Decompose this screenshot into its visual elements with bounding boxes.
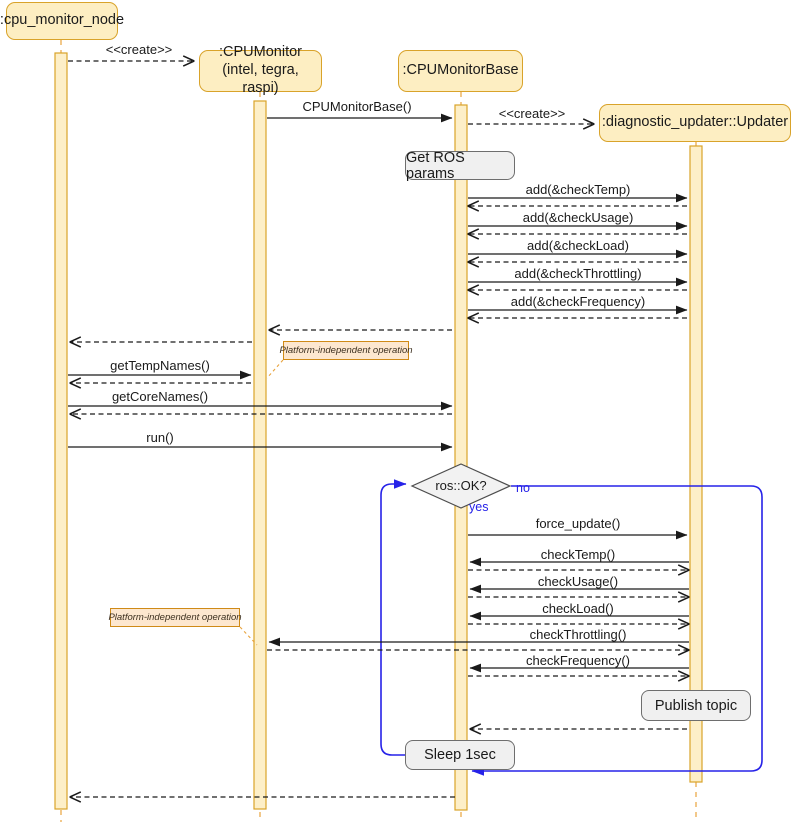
- message-label-checkload: checkLoad(): [542, 601, 614, 616]
- message-label-checkusage: checkUsage(): [537, 574, 619, 589]
- participant-label: :cpu_monitor_node: [0, 12, 125, 29]
- note-label: Platform-independent operation: [108, 612, 242, 623]
- participant-cpu-monitor-base[interactable]: :CPUMonitorBase: [398, 50, 523, 92]
- branch-label-no: no: [516, 481, 530, 495]
- participant-label: :CPUMonitorBase: [402, 62, 519, 79]
- message-arrows: [68, 61, 689, 797]
- note-leaders: [239, 359, 284, 646]
- message-label-run: run(): [146, 430, 174, 445]
- participant-label-line2: (intel, tegra, raspi): [222, 62, 299, 96]
- note-platform-independent-lower: Platform-independent operation: [108, 608, 242, 627]
- participant-cpu-monitor-node[interactable]: :cpu_monitor_node: [0, 2, 124, 40]
- decision-diamond-ros-ok: [410, 463, 512, 509]
- message-label-add-checkload: add(&checkLoad): [527, 238, 629, 253]
- message-label-add-checkthrottling: add(&checkThrottling): [514, 266, 642, 281]
- message-label-getcorenames: getCoreNames(): [111, 389, 209, 404]
- branch-label-yes: yes: [469, 500, 489, 514]
- message-label-checktemp: checkTemp(): [540, 547, 616, 562]
- participant-cpu-monitor[interactable]: :CPUMonitor (intel, tegra, raspi): [199, 44, 322, 96]
- action-box-sleep-1sec[interactable]: Sleep 1sec: [405, 740, 515, 770]
- action-box-publish-topic[interactable]: Publish topic: [641, 690, 751, 721]
- loop-control-flow: [380, 479, 763, 776]
- action-box-label: Sleep 1sec: [424, 747, 496, 763]
- activation-bar-monitor: [253, 100, 267, 810]
- loop-return-edge: [380, 479, 420, 756]
- participant-diagnostic-updater[interactable]: :diagnostic_updater::Updater: [599, 104, 791, 142]
- activation-bar-updater: [689, 145, 703, 783]
- decision-label-ros-ok: ros::OK?: [435, 478, 487, 493]
- message-label-create-monitor: <<create>>: [105, 42, 173, 57]
- message-label-force-update: force_update(): [535, 516, 621, 531]
- action-box-label: Get ROS params: [406, 149, 465, 182]
- activation-bar-node: [54, 52, 68, 810]
- participant-label-line1: :CPUMonitor: [219, 44, 302, 61]
- message-label-create-updater: <<create>>: [498, 106, 566, 121]
- message-label-checkfrequency: checkFrequency(): [525, 653, 631, 668]
- message-label-cpumonitorbase: CPUMonitorBase(): [302, 99, 412, 114]
- message-label-checkthrottling: checkThrottling(): [529, 627, 627, 642]
- participant-label: :diagnostic_updater::Updater: [601, 114, 789, 131]
- message-label-add-checkfrequency: add(&checkFrequency): [510, 294, 646, 309]
- message-label-add-checktemp: add(&checkTemp): [525, 182, 631, 197]
- loop-exit-edge: [471, 485, 763, 776]
- message-label-gettempnames: getTempNames(): [110, 358, 210, 373]
- note-platform-independent-upper: Platform-independent operation: [279, 341, 413, 360]
- action-box-get-ros-params[interactable]: Get ROS params: [405, 149, 515, 182]
- note-label: Platform-independent operation: [279, 345, 413, 356]
- action-box-label: Publish topic: [654, 697, 738, 714]
- activation-bars: [54, 52, 703, 811]
- activation-bar-base: [454, 104, 468, 811]
- message-label-add-checkusage: add(&checkUsage): [522, 210, 634, 225]
